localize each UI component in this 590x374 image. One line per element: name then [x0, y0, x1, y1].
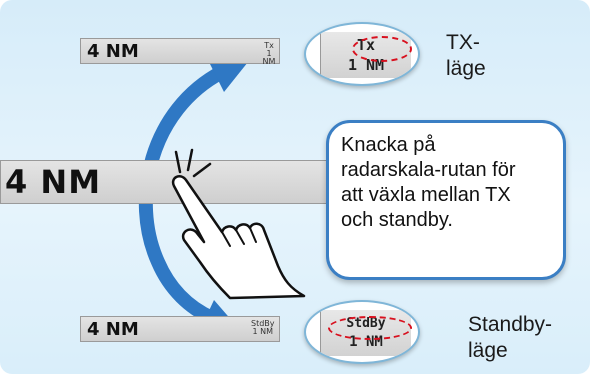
tx-zoom-bubble: Tx 1 NM: [304, 22, 420, 86]
tap-motion-lines-icon: [174, 148, 212, 178]
range-value: 4 NM: [87, 41, 139, 62]
instruction-callout: Knacka på radarskala-rutan för att växla…: [326, 120, 566, 280]
tx-mode-label: TX- läge: [446, 31, 486, 80]
standby-status-tag: StdBy 1 NM: [251, 320, 275, 336]
standby-zoom-bubble: StdBy 1 NM: [304, 300, 420, 364]
range-box-standby[interactable]: 4 NM StdBy 1 NM: [80, 316, 280, 342]
range-value: 4 NM: [87, 319, 139, 340]
status-line: StdBy: [251, 319, 275, 328]
range-line: 1 NM: [262, 49, 276, 66]
range-line: 1 NM: [252, 327, 274, 336]
tapping-hand-icon: [171, 175, 306, 300]
highlight-ellipse: [328, 316, 412, 340]
status-line: Tx: [264, 41, 274, 50]
standby-mode-label: Standby- läge: [468, 313, 553, 362]
callout-text: Knacka på radarskala-rutan för att växla…: [341, 134, 516, 231]
tx-status-tag: Tx 1 NM: [259, 42, 279, 66]
range-value-large: 4 NM: [5, 163, 102, 201]
range-box-main[interactable]: 4 NM: [0, 160, 340, 204]
highlight-ellipse: [352, 36, 412, 62]
range-box-tx[interactable]: 4 NM Tx 1 NM: [80, 38, 280, 66]
